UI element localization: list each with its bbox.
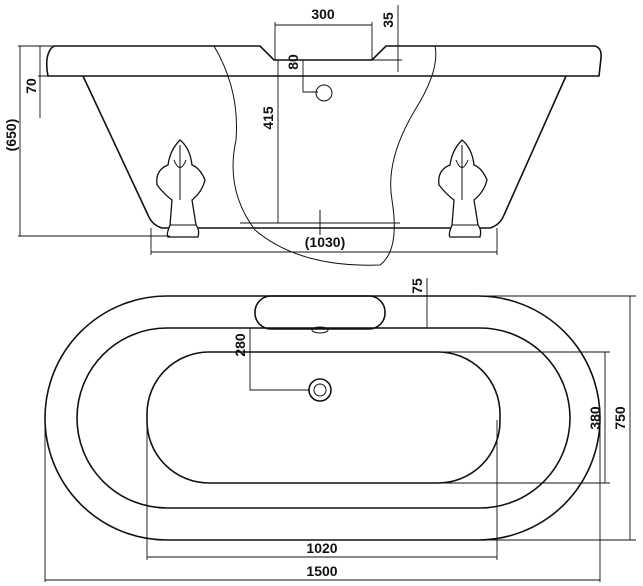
claw-foot-left (156, 139, 206, 238)
dim-label-rim-thickness: 70 (23, 78, 39, 94)
dim-line-70 (38, 45, 55, 118)
tub-body (82, 75, 567, 229)
dim-line-1500 (44, 418, 601, 582)
dim-line-300 (274, 22, 373, 60)
dim-line-380 (250, 351, 610, 484)
dim-label-total-height: (650) (3, 119, 19, 152)
dim-label-rim-step: 35 (380, 12, 396, 28)
plan-view: 75 280 380 750 1020 1500 (44, 278, 636, 582)
overflow-pillow (254, 295, 386, 330)
dim-line-75 (385, 278, 432, 329)
dim-label-total-length: 1500 (306, 563, 337, 579)
dim-line-1030 (150, 228, 498, 255)
drain (308, 378, 332, 402)
dim-label-inner-width: 380 (587, 406, 603, 430)
dim-label-overflow-drop: 80 (285, 54, 301, 70)
dim-line-750 (450, 295, 636, 541)
cutaway-outline (213, 45, 437, 266)
dim-label-inner-length: 1020 (306, 540, 337, 556)
tub-rim (45, 45, 602, 77)
dim-line-35 (372, 5, 402, 72)
dim-label-drain-offset: 280 (232, 333, 248, 357)
dim-line-80 (302, 60, 318, 93)
side-view: 300 35 80 70 (650) 415 (1030) (3, 5, 602, 266)
tub-basin (146, 351, 501, 484)
dim-label-inner-depth: 415 (260, 106, 276, 130)
dim-label-total-width: 750 (612, 406, 628, 430)
overflow-hole (315, 84, 333, 102)
inner-rim (76, 327, 571, 509)
dim-line-650 (18, 45, 170, 237)
dim-label-pillow-depth: 75 (409, 278, 425, 294)
dim-line-1020 (146, 420, 498, 560)
dim-label-feet-span: (1030) (305, 234, 345, 250)
dim-label-overflow-width: 300 (311, 6, 335, 22)
claw-foot-right (438, 139, 488, 238)
dim-line-280 (249, 328, 309, 391)
overflow-outlet (311, 326, 329, 334)
